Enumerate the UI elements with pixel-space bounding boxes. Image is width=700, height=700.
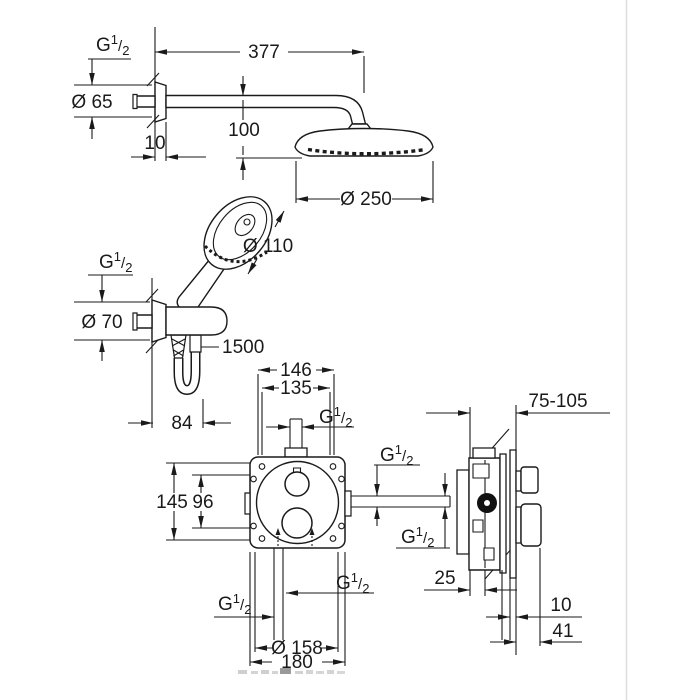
- shower-head: [295, 129, 433, 157]
- dim-hose-length: 1500: [201, 337, 264, 358]
- dim-wall-clearance: 10: [486, 595, 582, 620]
- dim-handshower-diameter: Ø 110: [243, 211, 293, 274]
- thread-label-bottom-left: G1/2: [214, 591, 274, 620]
- svg-text:Ø 250: Ø 250: [340, 189, 392, 210]
- svg-text:G1/2: G1/2: [319, 404, 352, 430]
- dim-arm-plate-offset: 10: [131, 122, 206, 161]
- thread-label-top-pipe: G1/2: [266, 404, 354, 430]
- svg-text:180: 180: [281, 652, 313, 673]
- valve-front-view: 146 135 G1/2 G1/2 G1/2 G1/2: [156, 360, 450, 673]
- svg-text:G1/2: G1/2: [99, 249, 132, 275]
- svg-text:377: 377: [248, 42, 280, 63]
- dim-handle-projection: 41: [490, 621, 582, 645]
- svg-text:10: 10: [550, 595, 571, 616]
- screw-holes: [251, 464, 345, 542]
- dim-depth-front: 25: [424, 568, 517, 593]
- svg-text:10: 10: [144, 133, 165, 154]
- dim-arm-length: 377: [155, 42, 364, 93]
- dim-holder-escutcheon: Ø 70: [74, 302, 150, 361]
- thread-label-bottom-right: G1/2: [286, 570, 374, 596]
- thread-label-side-pipe-upper: G1/2: [374, 442, 420, 526]
- temperature-knob: [285, 472, 309, 496]
- dim-hose-offset: 84: [128, 399, 231, 434]
- svg-text:145: 145: [156, 492, 188, 513]
- svg-text:135: 135: [280, 378, 312, 399]
- svg-text:Ø 70: Ø 70: [81, 312, 122, 333]
- thread-label-arm: G1/2: [88, 32, 131, 85]
- head-shower-view: 377 100 10 G1/2 Ø 65: [71, 27, 433, 210]
- dim-install-depth: 75-105: [426, 391, 610, 416]
- hose-cone: [171, 335, 186, 358]
- handshower-nozzles: [205, 246, 267, 262]
- svg-text:84: 84: [171, 413, 193, 434]
- svg-text:41: 41: [552, 621, 573, 642]
- port-markers: [275, 528, 315, 547]
- arm-escutcheon: [155, 82, 166, 122]
- svg-text:1500: 1500: [222, 337, 264, 358]
- volume-knob: [282, 508, 312, 538]
- handshower-head: [190, 184, 286, 283]
- pipe-collar: [285, 448, 307, 457]
- svg-text:25: 25: [434, 568, 455, 589]
- watermark-remnant: [238, 668, 345, 674]
- svg-text:100: 100: [228, 120, 260, 141]
- svg-text:G1/2: G1/2: [96, 32, 129, 58]
- svg-text:96: 96: [192, 492, 213, 513]
- svg-text:G1/2: G1/2: [336, 570, 369, 596]
- svg-text:G1/2: G1/2: [401, 524, 434, 550]
- hose-outlet: [190, 335, 201, 352]
- holder-escutcheon: [152, 300, 166, 342]
- thread-label-side-pipe-lower: G1/2: [396, 473, 450, 550]
- svg-text:Ø 110: Ø 110: [243, 236, 293, 257]
- dim-arm-escutcheon: Ø 65: [71, 85, 152, 139]
- thread-label-holder: G1/2: [88, 249, 133, 302]
- svg-text:Ø 158: Ø 158: [271, 638, 323, 659]
- dim-head-drop: 100: [228, 76, 302, 180]
- nozzle-band: [308, 150, 426, 154]
- shower-arm: [166, 96, 366, 125]
- valve-trim-circle: [257, 462, 339, 544]
- temperature-knob-side: [521, 467, 538, 493]
- volume-knob-side: [521, 504, 541, 546]
- svg-text:G1/2: G1/2: [380, 442, 413, 468]
- holder-bracket: [166, 307, 227, 335]
- dim-valve-heights: 145 96: [156, 463, 250, 540]
- dim-trim: Ø 158 180: [250, 552, 345, 673]
- valve-side-view: 75-105 25 10 41: [424, 391, 610, 655]
- dim-head-diameter: Ø 250: [296, 161, 433, 210]
- hand-shower-view: Ø 110 1500 G1/2 Ø 70: [74, 184, 293, 434]
- svg-text:146: 146: [280, 360, 312, 381]
- dim-valve-spacing: 146 135: [258, 360, 334, 455]
- svg-text:G1/2: G1/2: [218, 591, 251, 617]
- arm-supply-stub: [136, 96, 155, 107]
- svg-text:Ø 65: Ø 65: [71, 92, 112, 113]
- svg-text:75-105: 75-105: [528, 391, 587, 412]
